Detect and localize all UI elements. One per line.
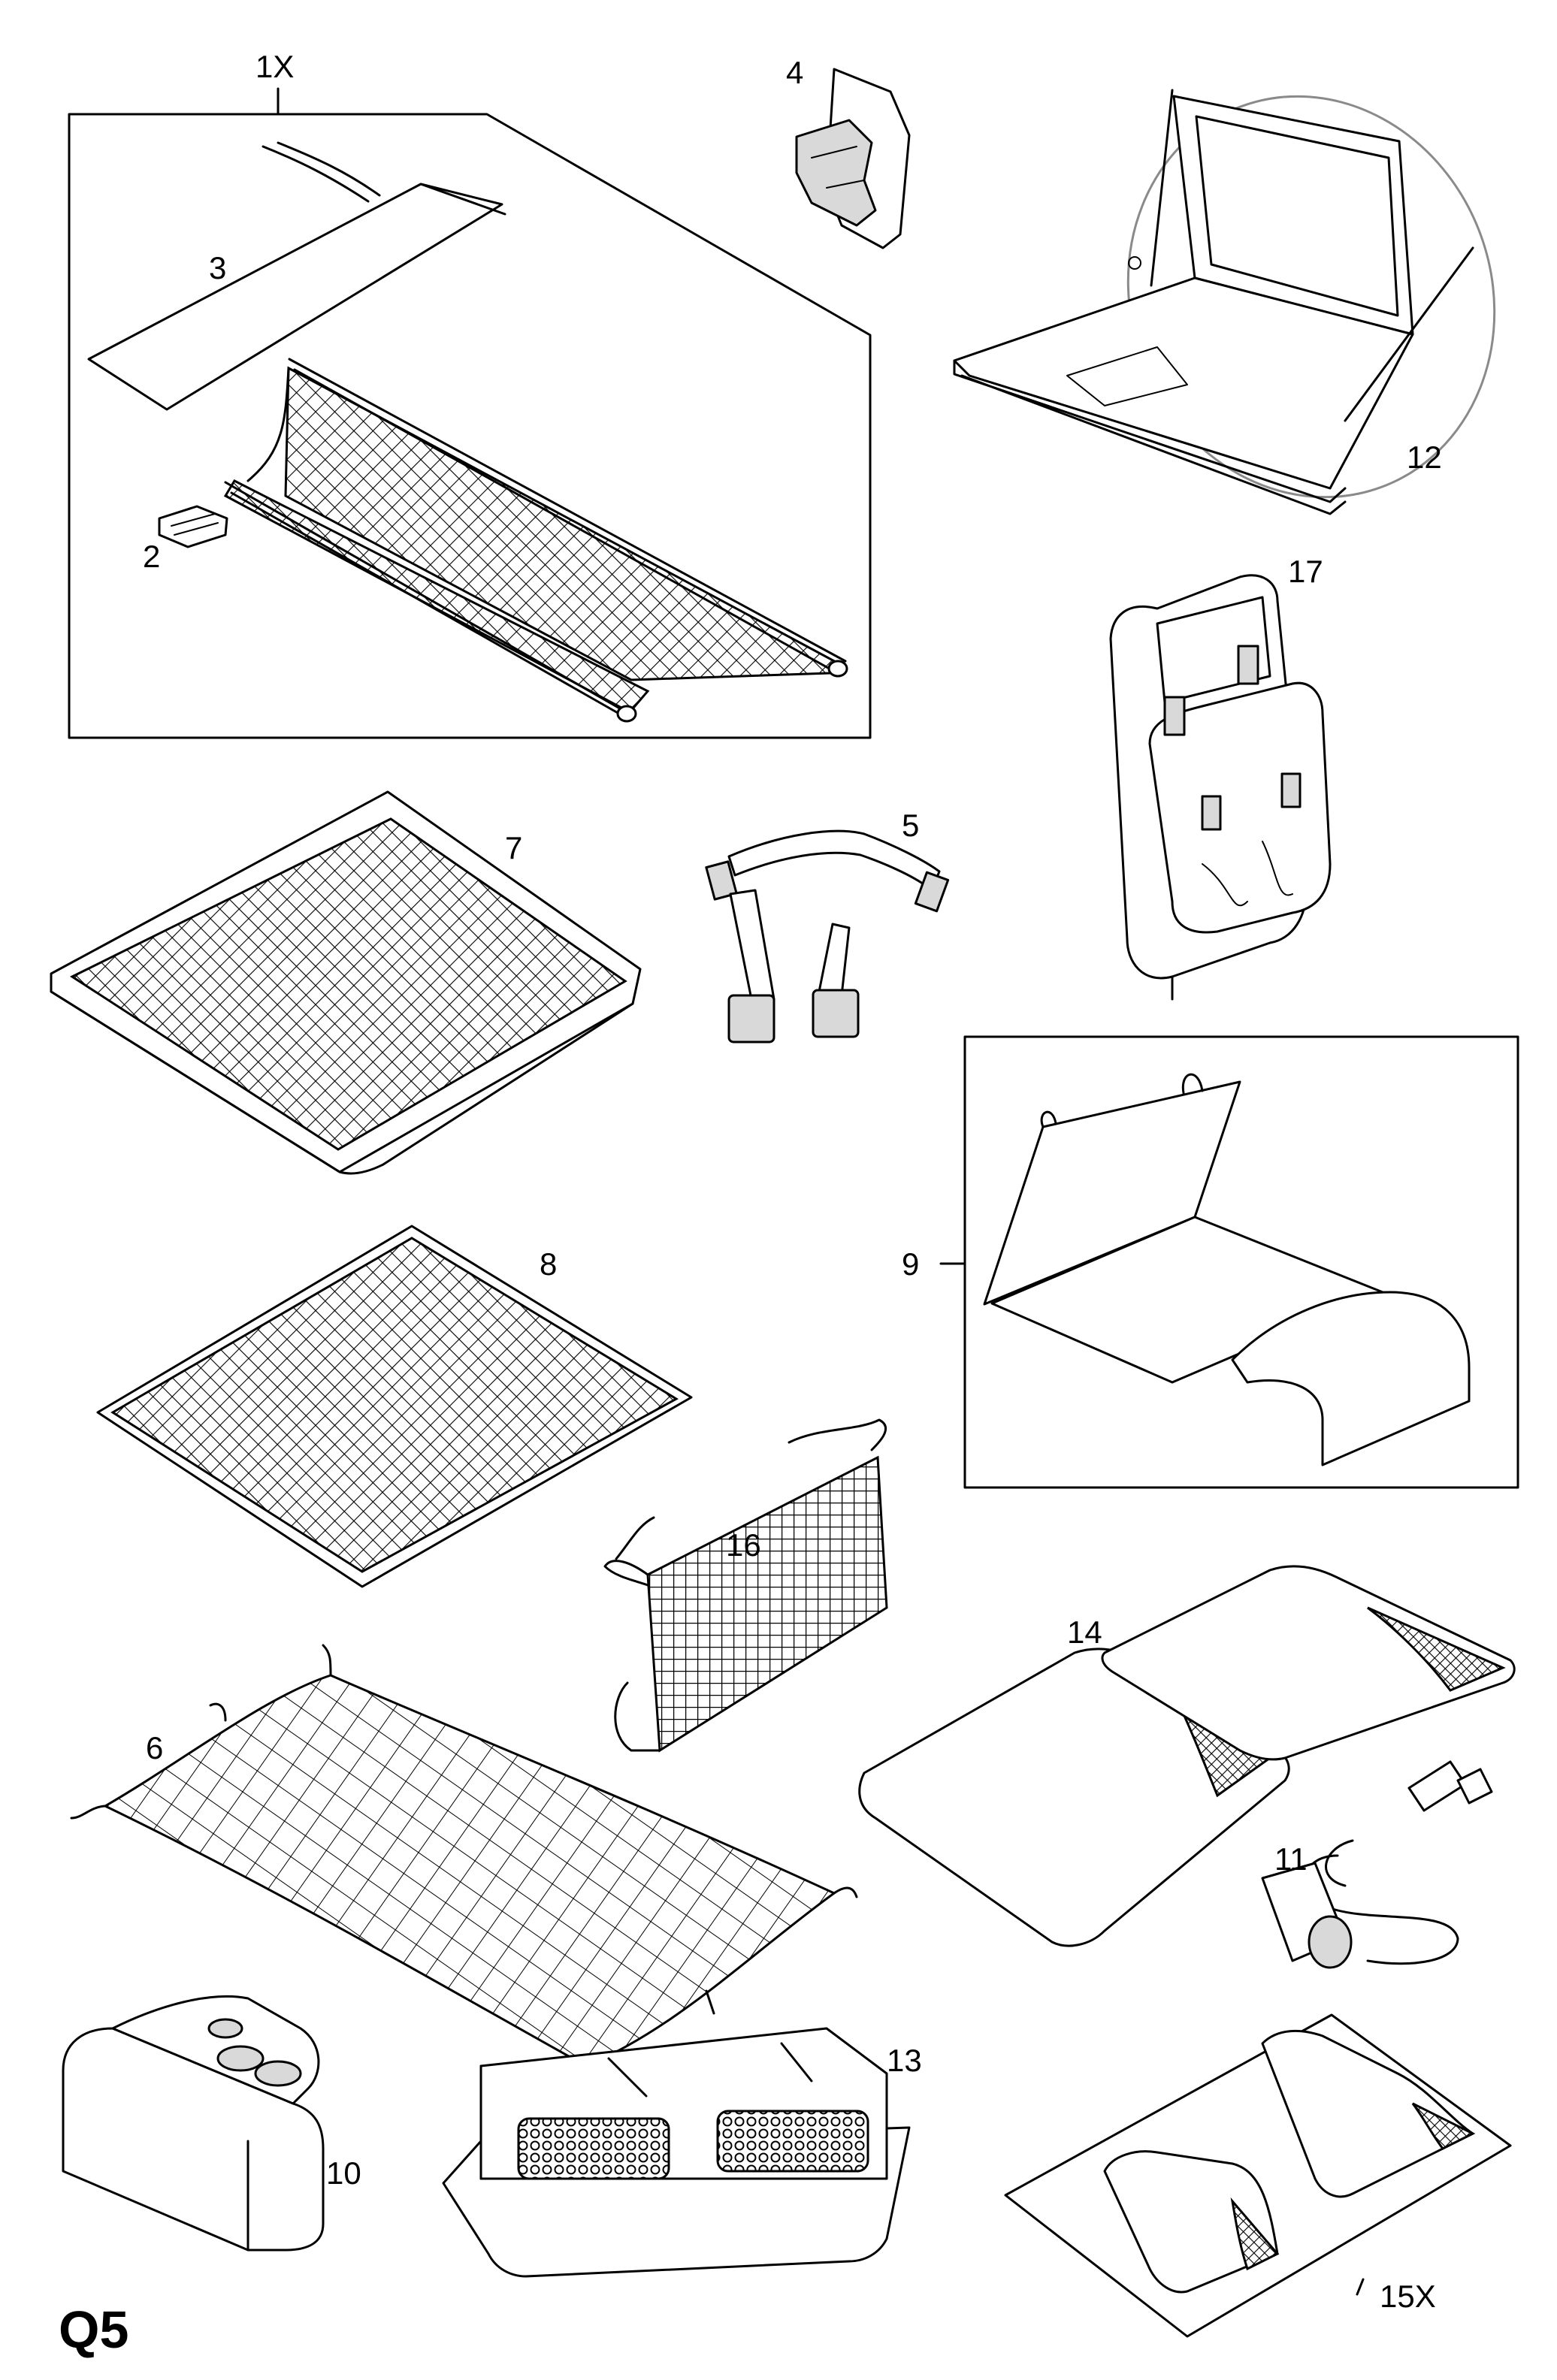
callout-2: 2 [143,539,161,574]
part-10-cool-box [62,1995,325,2252]
part-5-strap [705,829,950,1044]
part-15x-sill-plates [1103,2029,1476,2294]
page-code: Q5 [59,2300,129,2359]
callout-14: 14 [1067,1614,1102,1650]
part-7-boot-tray [50,790,642,1175]
part-11-power-adapter [1261,1760,1493,1969]
callout-16: 16 [726,1527,761,1563]
callout-11: 11 [1274,1841,1308,1877]
kit-15x-frame [1004,2013,1512,2338]
part-16-net-pocket [603,1418,888,1753]
callout-9: 9 [902,1246,920,1282]
part-17-seatback-organizer [1109,574,1332,1001]
callout-12: 12 [1407,439,1442,475]
part-14-floor-mats [858,1565,1516,1947]
callout-8: 8 [540,1246,558,1282]
part-3-cover-strip [87,141,506,411]
callout-1x: 1X [255,49,295,84]
callout-5: 5 [902,808,920,843]
part-1-cargo-net-roller [223,358,848,723]
callout-4: 4 [786,55,804,90]
callout-15x: 15X [1380,2279,1436,2314]
part-13-boot-organizer [442,2027,911,2278]
part-9-seat-cover [983,1073,1471,1466]
part-2-clip [158,505,228,548]
callout-13: 13 [887,2043,922,2078]
part-4-bracket [795,68,911,249]
part-8-boot-mat [96,1225,693,1588]
callout-6: 6 [146,1730,164,1765]
callout-3: 3 [209,250,227,285]
callout-17: 17 [1288,554,1323,589]
part-12-laptop-table [953,89,1496,515]
callout-7: 7 [505,830,523,865]
callout-10: 10 [326,2155,361,2191]
part-9-frame [939,1035,1519,1489]
kit-1x-frame [68,87,872,739]
